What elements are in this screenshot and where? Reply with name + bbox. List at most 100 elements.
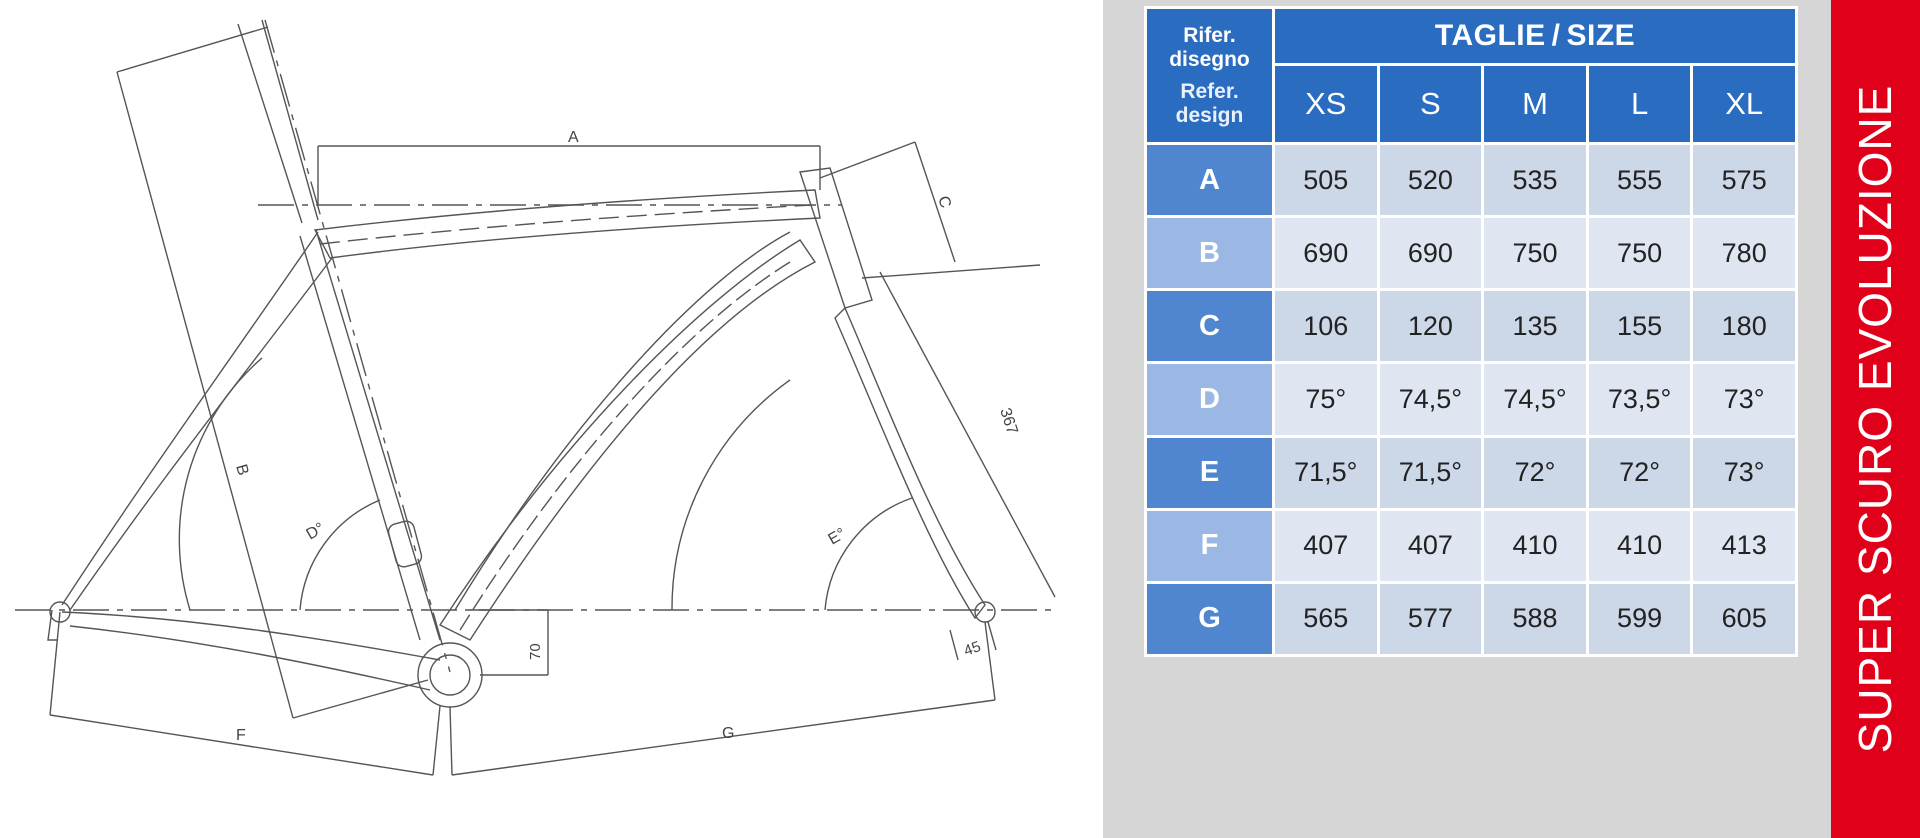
table-cell: 410 — [1588, 510, 1691, 581]
table-cell: 106 — [1275, 291, 1377, 362]
row-label: B — [1147, 218, 1272, 289]
fork-offset-line-2 — [987, 621, 997, 651]
table-cell: 575 — [1693, 145, 1795, 216]
table-cell: 135 — [1484, 291, 1586, 362]
dim-f-bottom — [49, 714, 434, 776]
ref-header-english: Refer. design — [1175, 79, 1244, 127]
label-b: B — [232, 462, 251, 477]
table-cell: 155 — [1588, 291, 1691, 362]
size-header-xl: XL — [1693, 66, 1795, 142]
table-cell: 75° — [1275, 364, 1377, 435]
label-f: F — [236, 727, 246, 744]
top-tube-dashed — [319, 204, 813, 245]
row-label: F — [1147, 510, 1272, 581]
row-label: D — [1147, 364, 1272, 435]
label-c: C — [934, 194, 954, 210]
table-cell: 690 — [1275, 218, 1377, 289]
table-cell: 71,5° — [1275, 437, 1377, 508]
table-cell: 407 — [1379, 510, 1482, 581]
table-cell: 72° — [1484, 437, 1586, 508]
fork-offset-line — [949, 629, 959, 661]
label-e-angle: E° — [826, 525, 849, 548]
table-row: G 565 577 588 599 605 — [1147, 583, 1795, 654]
label-bb-drop: 70 — [527, 643, 544, 660]
table-cell: 750 — [1588, 218, 1691, 289]
angle-e-arc-outer — [671, 379, 791, 611]
seat-tube-back — [299, 235, 421, 641]
table-cell: 74,5° — [1379, 364, 1482, 435]
seat-stay — [61, 231, 319, 606]
fork-blade — [834, 306, 986, 620]
row-label: E — [1147, 437, 1272, 508]
brand-band: SUPER SCURO EVOLUZIONE — [1831, 0, 1920, 838]
table-cell: 605 — [1693, 583, 1795, 654]
geometry-table-container: Rifer. disegno Refer. design TAGLIE/SIZE… — [1144, 6, 1798, 657]
size-header-s: S — [1379, 66, 1482, 142]
table-row: D 75° 74,5° 74,5° 73,5° 73° — [1147, 364, 1795, 435]
dim-g-left — [449, 706, 453, 776]
table-cell: 72° — [1588, 437, 1691, 508]
seat-tube — [315, 229, 441, 641]
table-row: F 407 407 410 410 413 — [1147, 510, 1795, 581]
dim-g-bottom — [451, 699, 996, 776]
seat-tube-axis — [264, 19, 451, 673]
table-cell: 780 — [1693, 218, 1795, 289]
sizes-header-slash: / — [1551, 19, 1561, 52]
seatpost-left — [237, 23, 303, 224]
model-name: SUPER SCURO EVOLUZIONE — [1849, 84, 1901, 754]
table-cell: 565 — [1275, 583, 1377, 654]
dim-g-right — [984, 621, 996, 701]
table-cell: 73° — [1693, 364, 1795, 435]
label-a: A — [568, 129, 579, 146]
row-label: C — [1147, 291, 1272, 362]
table-cell: 71,5° — [1379, 437, 1482, 508]
down-tube-inner — [459, 261, 791, 631]
ref-header: Rifer. disegno Refer. design — [1147, 9, 1272, 142]
table-cell: 180 — [1693, 291, 1795, 362]
rear-dropout-hanger — [47, 609, 58, 641]
label-fork-offset: 45 — [962, 638, 983, 660]
label-d-angle: D° — [304, 520, 328, 544]
dim-fork-line — [879, 271, 1056, 598]
size-header-l: L — [1588, 66, 1691, 142]
table-cell: 410 — [1484, 510, 1586, 581]
top-tube — [313, 189, 821, 259]
table-row: E 71,5° 71,5° 72° 72° 73° — [1147, 437, 1795, 508]
angle-d-arc-outer — [178, 357, 263, 611]
row-label: G — [1147, 583, 1272, 654]
dim-c-line-2 — [914, 141, 956, 263]
seat-stay-2 — [69, 257, 333, 611]
table-cell: 413 — [1693, 510, 1795, 581]
row-label: A — [1147, 145, 1272, 216]
sizes-header-english: SIZE — [1566, 19, 1636, 52]
table-cell: 588 — [1484, 583, 1586, 654]
size-header-m: M — [1484, 66, 1586, 142]
table-cell: 690 — [1379, 218, 1482, 289]
table-cell: 750 — [1484, 218, 1586, 289]
sizes-header-italian: TAGLIE — [1434, 19, 1546, 52]
dim-b-line-top — [116, 26, 269, 73]
table-cell: 74,5° — [1484, 364, 1586, 435]
label-g: G — [722, 725, 734, 742]
table-cell: 599 — [1588, 583, 1691, 654]
geometry-table: Rifer. disegno Refer. design TAGLIE/SIZE… — [1144, 6, 1798, 657]
table-row: C 106 120 135 155 180 — [1147, 291, 1795, 362]
seatpost-right — [261, 19, 319, 221]
rear-dropout — [49, 601, 71, 623]
head-tube — [799, 167, 873, 309]
table-cell: 73° — [1693, 437, 1795, 508]
label-fork-length: 367 — [996, 406, 1020, 437]
table-cell: 505 — [1275, 145, 1377, 216]
dim-c-line — [819, 141, 916, 179]
dim-f-right — [432, 705, 441, 776]
table-cell: 577 — [1379, 583, 1482, 654]
bottom-bracket-outer — [417, 642, 483, 708]
table-cell: 120 — [1379, 291, 1482, 362]
dim-f-left — [49, 611, 61, 716]
table-cell: 535 — [1484, 145, 1586, 216]
down-tube — [438, 239, 817, 641]
chain-stay-2 — [69, 625, 431, 691]
dim-b-line-right — [292, 679, 429, 719]
angle-e-arc — [824, 497, 913, 611]
size-header-xs: XS — [1275, 66, 1377, 142]
